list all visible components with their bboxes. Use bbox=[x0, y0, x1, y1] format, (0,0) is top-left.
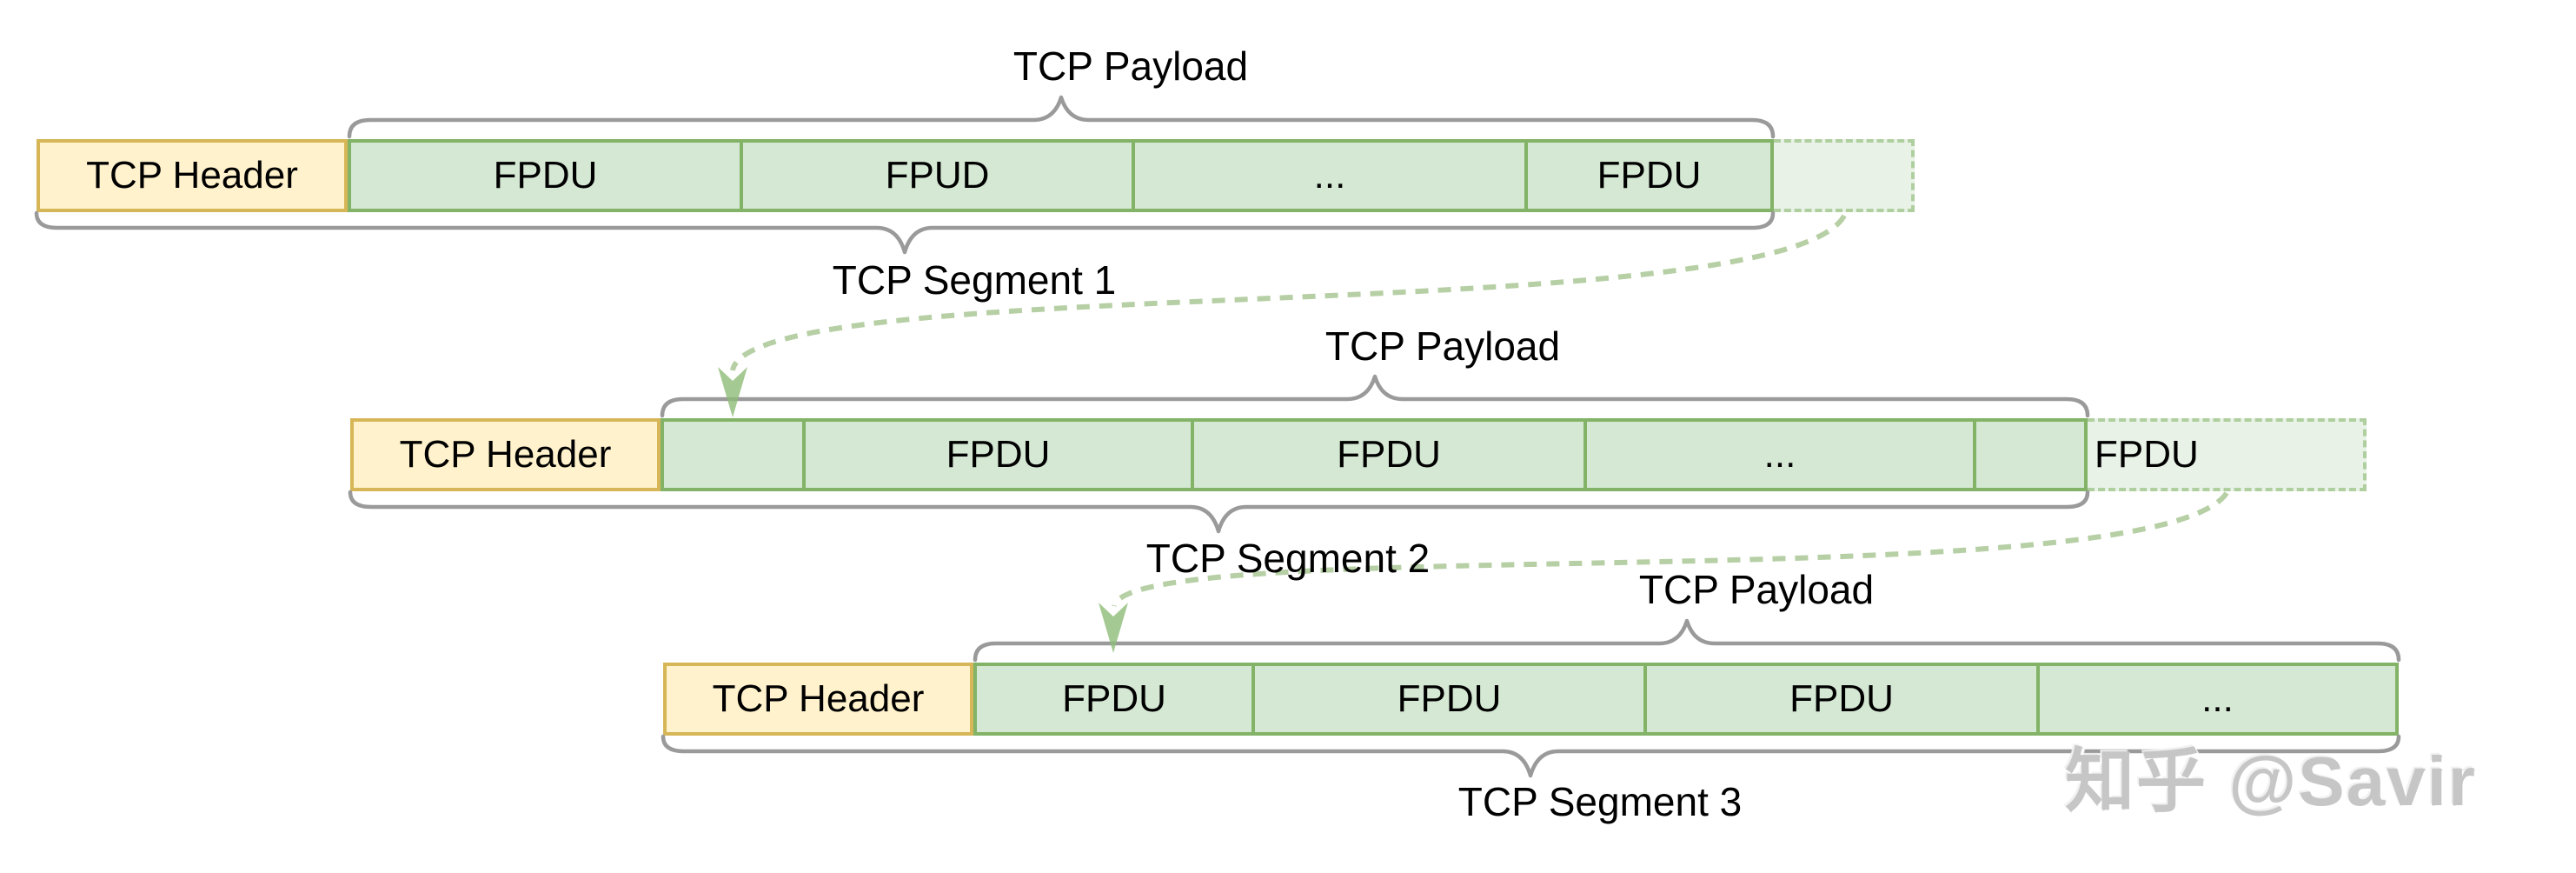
payload-label-row3: TCP Payload bbox=[1638, 567, 1875, 612]
tcp-header-box-row3: TCP Header bbox=[663, 663, 973, 736]
payload-label-row1: TCP Payload bbox=[1012, 43, 1249, 89]
ellipsis-cell: ... bbox=[2036, 663, 2399, 736]
tcp-header-box-row1: TCP Header bbox=[37, 139, 348, 212]
fpdu-cell: FPDU bbox=[802, 418, 1191, 491]
tcp-header-box-row2: TCP Header bbox=[350, 418, 661, 491]
fpdu-cell: FPUD bbox=[740, 139, 1132, 212]
fpdu-cell: FPDU bbox=[348, 139, 740, 212]
overflow-fpdu-ghost-row1 bbox=[1774, 139, 1915, 212]
segment-brace-row1 bbox=[34, 210, 1776, 255]
payload-brace-row2 bbox=[660, 374, 2090, 418]
fpdu-partial-cell bbox=[1973, 418, 2088, 491]
ellipsis-cell: ... bbox=[1132, 139, 1524, 212]
fpdu-cell: FPDU bbox=[1191, 418, 1583, 491]
zhihu-watermark: 知乎 @Savir bbox=[2065, 743, 2477, 820]
payload-brace-row3 bbox=[973, 618, 2401, 663]
segment-label-row3: TCP Segment 3 bbox=[1457, 779, 1743, 824]
payload-label-row2: TCP Payload bbox=[1325, 323, 1561, 369]
fpdu-cell: FPDU bbox=[973, 663, 1251, 736]
arrowhead-row3 bbox=[1099, 603, 1128, 653]
segment-brace-row2 bbox=[348, 490, 2090, 534]
fpdu-cell: FPDU bbox=[1524, 139, 1774, 212]
segment-label-row2: TCP Segment 2 bbox=[1145, 536, 1431, 581]
ellipsis-cell: ... bbox=[1583, 418, 1973, 491]
fpdu-cell: FPDU bbox=[1643, 663, 2036, 736]
payload-brace-row1 bbox=[347, 95, 1776, 139]
fpdu-cell: FPDU bbox=[1251, 663, 1643, 736]
overflow-fpdu-ghost-row2: FPDU bbox=[2088, 418, 2367, 491]
arrowhead-row2 bbox=[718, 367, 747, 417]
segment-label-row1: TCP Segment 1 bbox=[832, 257, 1117, 303]
fpdu-remainder-cell bbox=[661, 418, 802, 491]
